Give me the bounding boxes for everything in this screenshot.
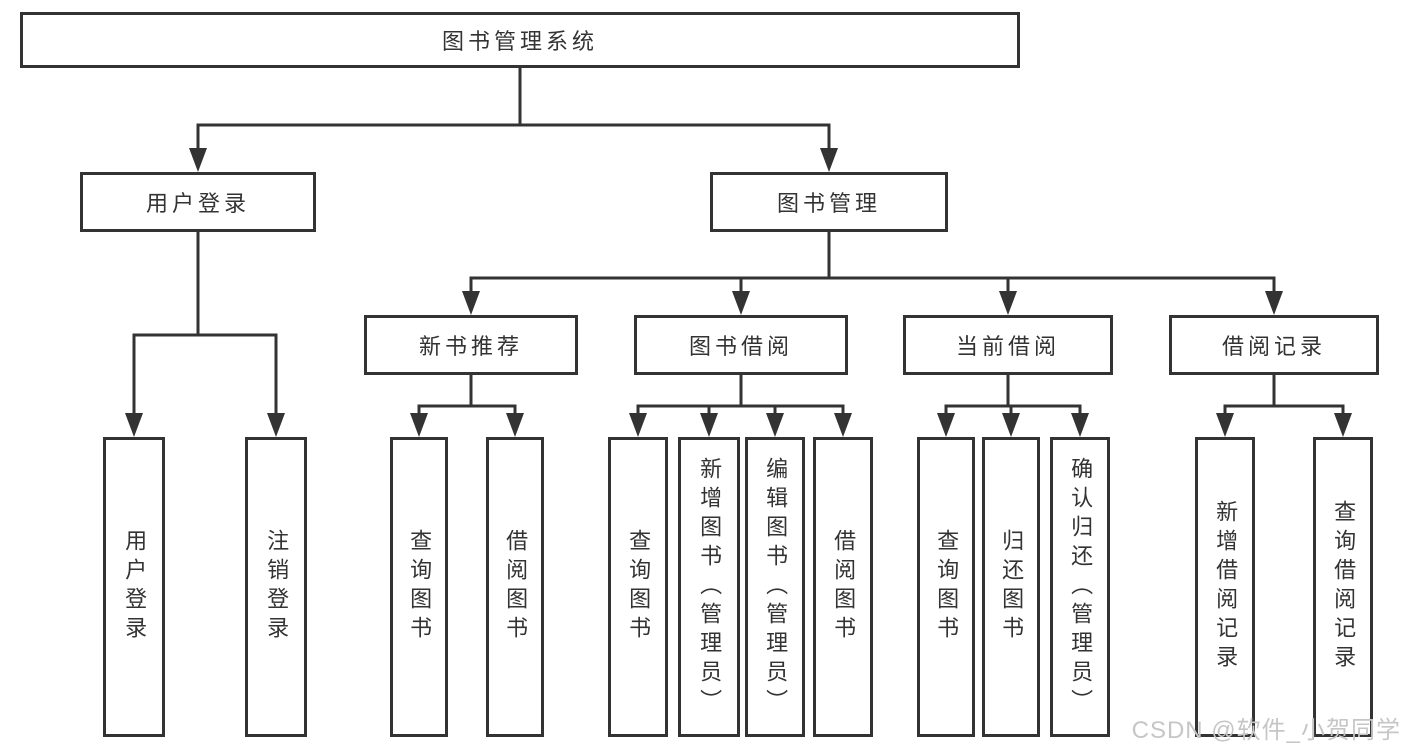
- leaf-edit-books-admin: 编辑图书（管理员）: [745, 437, 805, 737]
- leaf-query-books-current: 查询图书: [917, 437, 975, 737]
- connector-recommend-to-leaves: [410, 375, 524, 437]
- leaf-logout: 注销登录: [245, 437, 307, 737]
- arrowhead: [766, 413, 784, 437]
- node-book-management-branch: 图书管理: [710, 172, 948, 232]
- arrowhead: [125, 413, 143, 437]
- connector-root-to-branches: [189, 68, 838, 172]
- node-current-borrow: 当前借阅: [903, 315, 1113, 375]
- arrowhead: [506, 413, 524, 437]
- leaf-add-books-admin: 新增图书（管理员）: [678, 437, 740, 737]
- leaf-confirm-return-admin: 确认归还（管理员）: [1050, 437, 1110, 737]
- arrowhead: [1265, 291, 1283, 315]
- arrowhead: [820, 148, 838, 172]
- node-root-system: 图书管理系统: [20, 12, 1020, 68]
- arrowhead: [629, 413, 647, 437]
- arrowhead: [189, 148, 207, 172]
- leaf-query-books-borrow: 查询图书: [608, 437, 668, 737]
- leaf-add-borrow-record: 新增借阅记录: [1195, 437, 1255, 737]
- arrowhead: [732, 291, 750, 315]
- arrowhead: [700, 413, 718, 437]
- node-user-login-branch: 用户登录: [80, 172, 316, 232]
- arrowhead: [267, 413, 285, 437]
- arrowhead: [834, 413, 852, 437]
- arrowhead: [410, 413, 428, 437]
- connector-records-to-leaves: [1216, 375, 1352, 437]
- arrowhead: [1216, 413, 1234, 437]
- arrowhead: [462, 291, 480, 315]
- arrowhead: [1002, 413, 1020, 437]
- leaf-borrow-books-recommend: 借阅图书: [486, 437, 544, 737]
- csdn-watermark: CSDN @软件_小贺同学: [1131, 717, 1401, 744]
- leaf-query-borrow-record: 查询借阅记录: [1313, 437, 1373, 737]
- connector-borrow-to-leaves: [629, 375, 852, 437]
- node-book-borrow: 图书借阅: [634, 315, 848, 375]
- connector-book-mgmt-to-modules: [462, 232, 1283, 315]
- connector-current-to-leaves: [937, 375, 1089, 437]
- node-new-book-recommend: 新书推荐: [364, 315, 578, 375]
- leaf-return-books: 归还图书: [982, 437, 1040, 737]
- leaf-query-books-recommend: 查询图书: [390, 437, 448, 737]
- arrowhead: [999, 291, 1017, 315]
- leaf-user-login: 用户登录: [103, 437, 165, 737]
- connector-user-login-to-leaves: [125, 232, 285, 437]
- node-borrow-records: 借阅记录: [1169, 315, 1379, 375]
- arrowhead: [937, 413, 955, 437]
- arrowhead: [1334, 413, 1352, 437]
- arrowhead: [1071, 413, 1089, 437]
- leaf-borrow-books: 借阅图书: [813, 437, 873, 737]
